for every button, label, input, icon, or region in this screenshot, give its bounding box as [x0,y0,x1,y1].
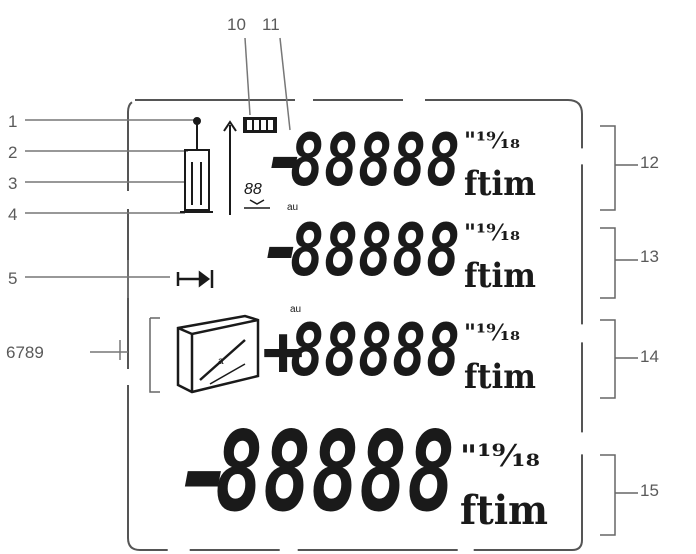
callout-14: 14 [640,347,659,366]
row1-unit: ftim [464,164,536,204]
lcd-frame [127,99,583,551]
measurement-mode-icon: a [149,314,260,394]
display-row-1: - 88888 "¹⁹⁄₁₈ ftim [262,114,536,204]
callout-3: 3 [8,174,17,193]
callout-6789: 6789 [6,343,44,362]
display-row-3: + 88888 "¹⁹⁄₁₈ ftim [262,308,536,397]
top-leader-lines [244,37,291,131]
callout-10: 10 [227,15,246,34]
right-brackets [600,125,638,536]
row1-digits: 88888 [290,118,460,202]
row3-small-label: au [290,304,301,315]
row2-sign: - [258,204,305,294]
timer-icon [244,199,270,209]
row2-unit: ftim [464,256,536,296]
callout-5: 5 [8,269,17,288]
row4-unit: ftim [460,487,548,534]
reference-position-icon [180,117,237,215]
callout-1: 1 [8,112,17,131]
callout-15: 15 [640,481,659,500]
row3-unit: ftim [464,357,536,397]
row1-sign: - [262,114,309,204]
left-leader-lines [25,119,195,360]
display-row-4: - 88888 "¹⁹⁄₁₈ ftim [172,408,548,536]
row2-fraction: "¹⁹⁄₁₈ [464,220,520,246]
callout-13: 13 [640,247,659,266]
battery-icon [243,117,277,133]
row4-sign: - [172,411,237,536]
callout-2: 2 [8,143,17,162]
single-distance-icon [176,270,214,288]
svg-text:a: a [218,356,224,367]
row3-digits: 88888 [290,308,460,392]
row1-small-label: au [287,202,298,213]
display-row-2: - 88888 "¹⁹⁄₁₈ ftim [258,204,536,296]
row3-sign: + [262,310,304,392]
row1-fraction: "¹⁹⁄₁₈ [464,128,520,154]
row4-fraction: "¹⁹⁄₁₈ [460,439,540,474]
row4-digits: 88888 [215,408,455,536]
timer-digits: 88 [244,181,262,198]
callout-12: 12 [640,153,659,172]
row2-digits: 88888 [290,208,460,292]
callout-11: 11 [262,15,280,34]
row3-fraction: "¹⁹⁄₁₈ [464,320,520,346]
callout-4: 4 [8,205,17,224]
